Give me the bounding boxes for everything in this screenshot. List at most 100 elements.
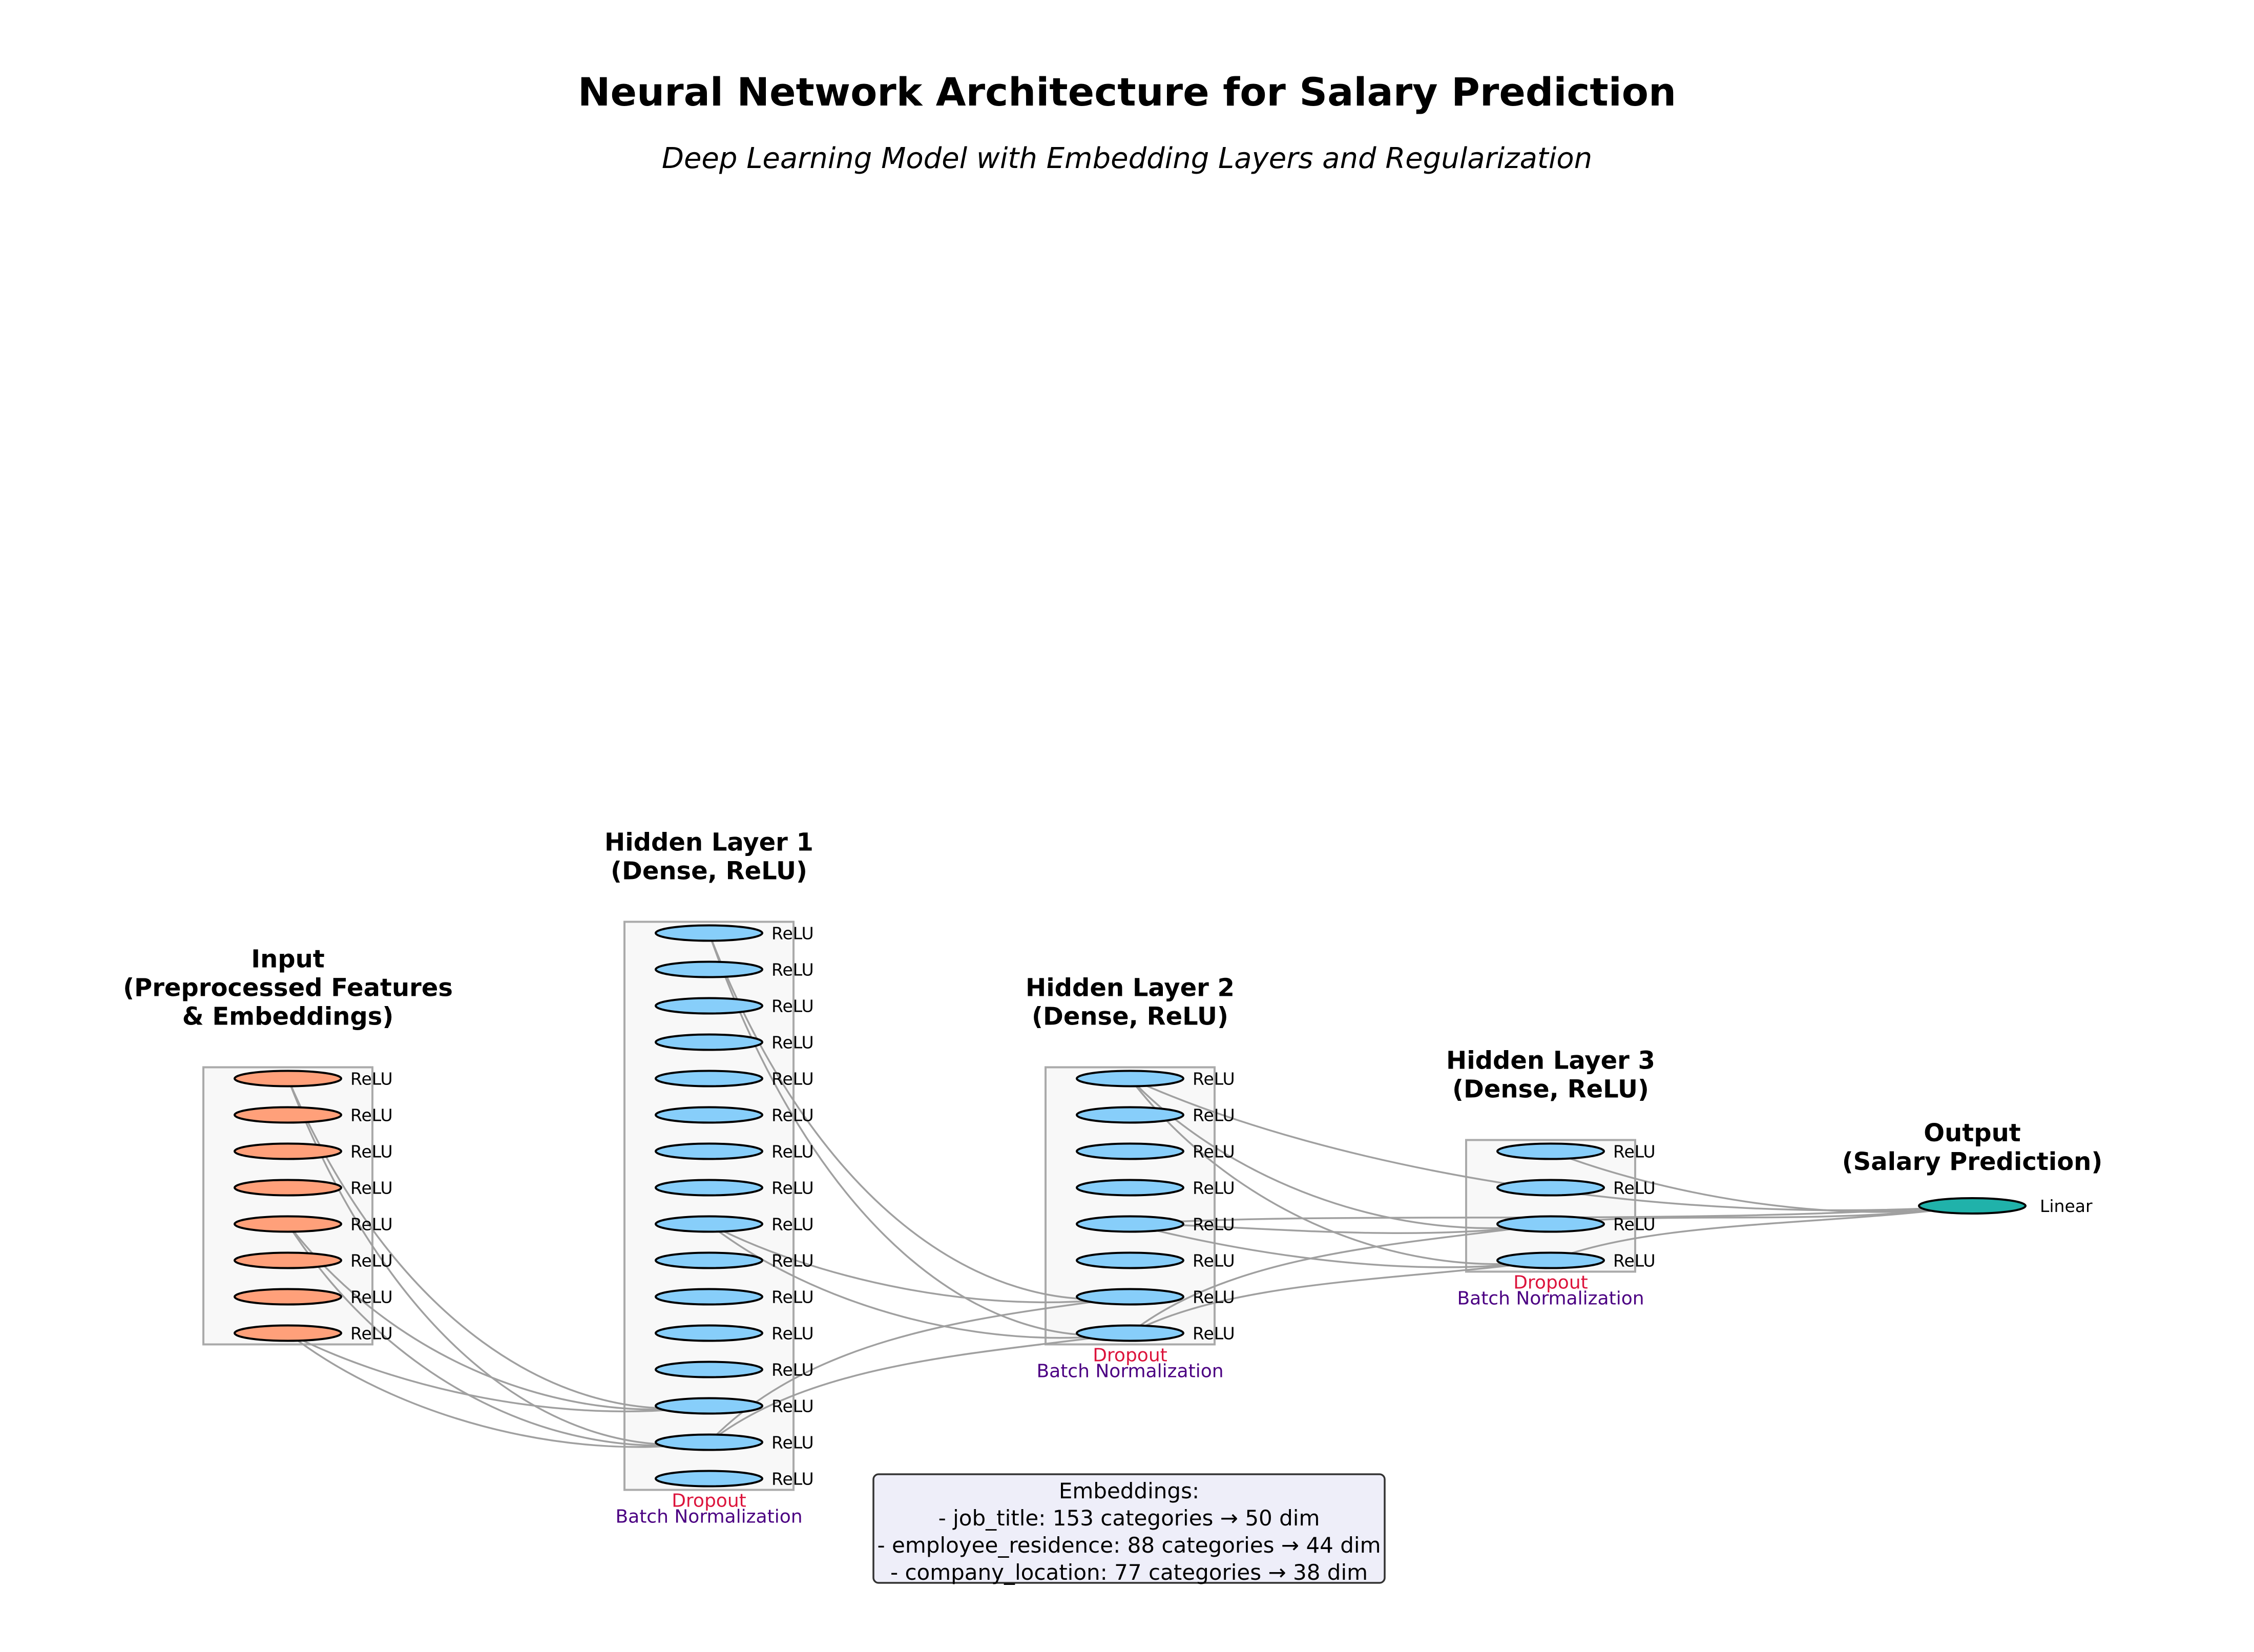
hidden1-neuron: [655, 1433, 763, 1451]
hidden3-activation-label: ReLU: [1613, 1251, 1656, 1271]
input-neuron: [234, 1070, 342, 1088]
input-activation-label: ReLU: [350, 1215, 393, 1235]
connection-line: [287, 1332, 709, 1448]
hidden1-activation-label: ReLU: [771, 1142, 814, 1162]
hidden1-activation-label: ReLU: [771, 1215, 814, 1235]
embeddings-line-1: - job_title: 153 categories → 50 dim: [938, 1505, 1320, 1531]
connection-line: [287, 1223, 709, 1447]
hidden2-neuron: [1076, 1215, 1184, 1233]
connection-line: [708, 1223, 1131, 1304]
connection-line: [1129, 1078, 1551, 1265]
hidden2-dropout-label: Dropout: [1093, 1345, 1167, 1366]
hidden2-neuron: [1076, 1251, 1184, 1269]
figure-title: Neural Network Architecture for Salary P…: [578, 69, 1676, 115]
hidden2-neuron: [1076, 1142, 1184, 1160]
hidden1-neuron: [655, 1106, 763, 1124]
hidden1-neuron: [655, 1324, 763, 1342]
hidden1-neuron: [655, 1070, 763, 1088]
input-title-line-2: (Preprocessed Features: [123, 974, 453, 1002]
connection-line: [1129, 1223, 1551, 1334]
input-neuron: [234, 1324, 342, 1342]
hidden1-activation-label: ReLU: [771, 1360, 814, 1380]
hidden2-batchnorm-label: Batch Normalization: [1036, 1361, 1223, 1382]
hidden1-activation-label: ReLU: [771, 1396, 814, 1416]
hidden1-activation-label: ReLU: [771, 1433, 814, 1453]
hidden1-title-line-1: Hidden Layer 1: [604, 828, 813, 857]
input-neuron: [234, 1251, 342, 1269]
hidden1-activation-label: ReLU: [771, 1069, 814, 1089]
input-activation-label: ReLU: [350, 1142, 393, 1162]
hidden3-activation-label: ReLU: [1613, 1178, 1656, 1198]
hidden3-title-line-2: (Dense, ReLU): [1452, 1075, 1649, 1104]
output-neuron: [1918, 1197, 2027, 1215]
hidden2-activation-label: ReLU: [1193, 1215, 1235, 1235]
embeddings-heading: Embeddings:: [1059, 1478, 1199, 1503]
hidden2-activation-label: ReLU: [1193, 1178, 1235, 1198]
hidden2-neuron: [1076, 1106, 1184, 1124]
hidden1-neuron: [655, 997, 763, 1015]
hidden2-title-line-2: (Dense, ReLU): [1032, 1002, 1228, 1031]
figure-subtitle: Deep Learning Model with Embedding Layer…: [662, 142, 1592, 175]
input-activation-label: ReLU: [350, 1069, 393, 1089]
input-neuron: [234, 1288, 342, 1306]
hidden1-neuron: [655, 1361, 763, 1378]
hidden2-activation-label: ReLU: [1193, 1069, 1235, 1089]
hidden2-activation-label: ReLU: [1193, 1287, 1235, 1307]
hidden1-neuron: [655, 1470, 763, 1488]
hidden3-neuron: [1496, 1179, 1605, 1197]
hidden1-title-line-2: (Dense, ReLU): [611, 857, 807, 886]
hidden2-neuron: [1076, 1288, 1184, 1306]
hidden3-neuron: [1496, 1142, 1605, 1160]
hidden2-neuron: [1076, 1179, 1184, 1197]
hidden2-neuron: [1076, 1070, 1184, 1088]
hidden1-activation-label: ReLU: [771, 1251, 814, 1271]
hidden3-activation-label: ReLU: [1613, 1215, 1656, 1235]
hidden1-activation-label: ReLU: [771, 1033, 814, 1053]
hidden3-neuron: [1496, 1215, 1605, 1233]
input-title-line-1: Input: [251, 945, 325, 974]
hidden1-neuron: [655, 1142, 763, 1160]
hidden1-neuron: [655, 1288, 763, 1306]
hidden1-activation-label: ReLU: [771, 924, 814, 944]
connection-line: [708, 1332, 1131, 1443]
layer-boxes: [202, 921, 1636, 1491]
connection-line: [1130, 1259, 1551, 1334]
input-activation-label: ReLU: [350, 1324, 393, 1344]
hidden2-neuron: [1076, 1324, 1184, 1342]
neurons: [234, 924, 2027, 1488]
output-title-line-1: Output: [1924, 1119, 2020, 1147]
connection-line: [708, 932, 1131, 1336]
connection-line: [287, 1078, 709, 1410]
hidden1-neuron: [655, 1397, 763, 1415]
hidden2-title-line-1: Hidden Layer 2: [1026, 974, 1235, 1002]
hidden3-batchnorm-label: Batch Normalization: [1457, 1288, 1644, 1309]
hidden1-neuron: [655, 1251, 763, 1269]
hidden1-batchnorm-label: Batch Normalization: [615, 1507, 802, 1528]
connection-line: [1550, 1150, 1973, 1213]
hidden3-layer-box: [1465, 1139, 1636, 1273]
input-activation-label: ReLU: [350, 1287, 393, 1307]
hidden1-activation-label: ReLU: [771, 1178, 814, 1198]
hidden1-neuron: [655, 960, 763, 978]
input-title-line-3: & Embeddings): [182, 1002, 394, 1031]
connection-line: [287, 1223, 709, 1411]
hidden1-neuron: [655, 1033, 763, 1051]
layer-labels: ReLU ReLU ReLU ReLU ReLU ReLU ReLU ReLU Input(Pr…: [123, 828, 2102, 1528]
embeddings-legend: Embeddings: - job_title: 153 categories …: [872, 1473, 1386, 1585]
hidden1-activation-label: ReLU: [771, 1469, 814, 1489]
hidden1-activation-label: ReLU: [771, 1324, 814, 1344]
connection-line: [708, 1295, 1131, 1443]
hidden3-neuron: [1496, 1251, 1605, 1269]
hidden1-activation-label: ReLU: [771, 1105, 814, 1125]
input-neuron: [234, 1106, 342, 1124]
hidden2-activation-label: ReLU: [1193, 1251, 1235, 1271]
input-neuron: [234, 1179, 342, 1197]
hidden2-activation-label: ReLU: [1193, 1324, 1235, 1344]
hidden1-activation-label: ReLU: [771, 1287, 814, 1307]
hidden1-neuron: [655, 1179, 763, 1197]
connection-line: [287, 1332, 709, 1413]
hidden1-dropout-label: Dropout: [672, 1491, 746, 1512]
connection-line: [1550, 1205, 1973, 1262]
embeddings-line-2: - employee_residence: 88 categories → 44…: [878, 1533, 1381, 1558]
